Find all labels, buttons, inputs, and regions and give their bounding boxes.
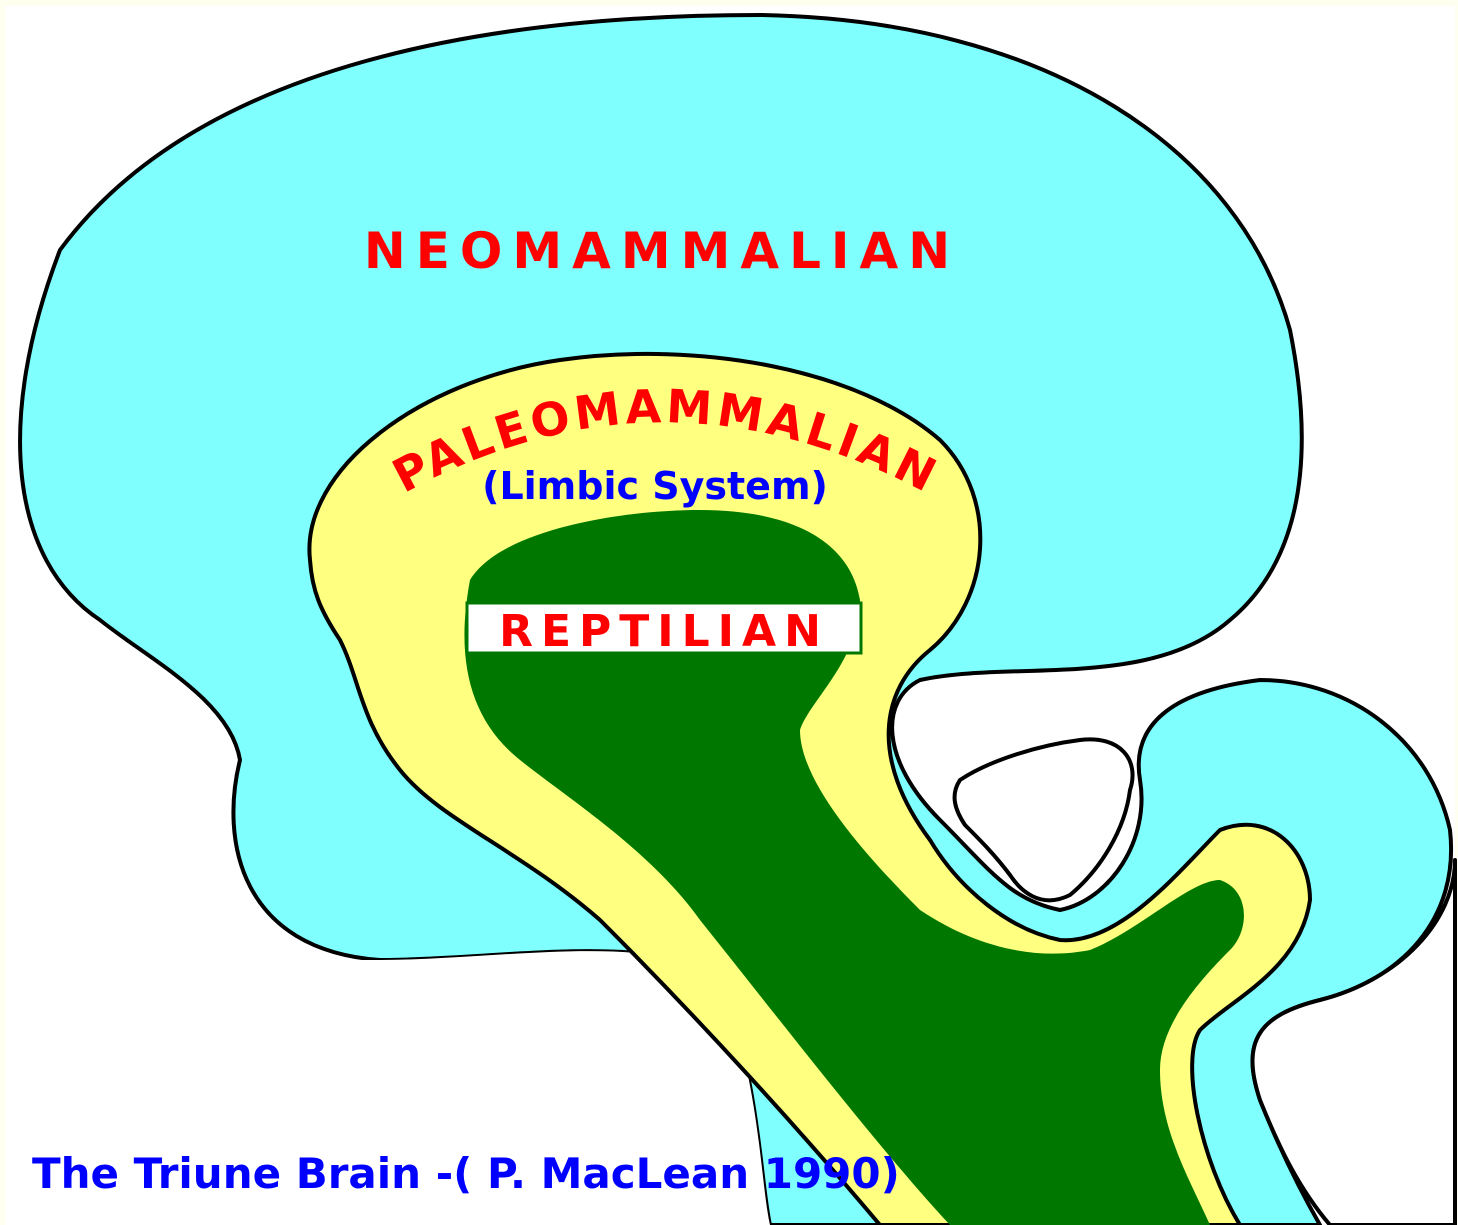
limbic-system-label: (Limbic System) (482, 464, 828, 508)
neomammalian-label: NEOMAMMALIAN (364, 222, 960, 280)
diagram-caption: The Triune Brain -( P. MacLean 1990) (32, 1149, 900, 1198)
reptilian-label: REPTILIAN (499, 606, 829, 657)
